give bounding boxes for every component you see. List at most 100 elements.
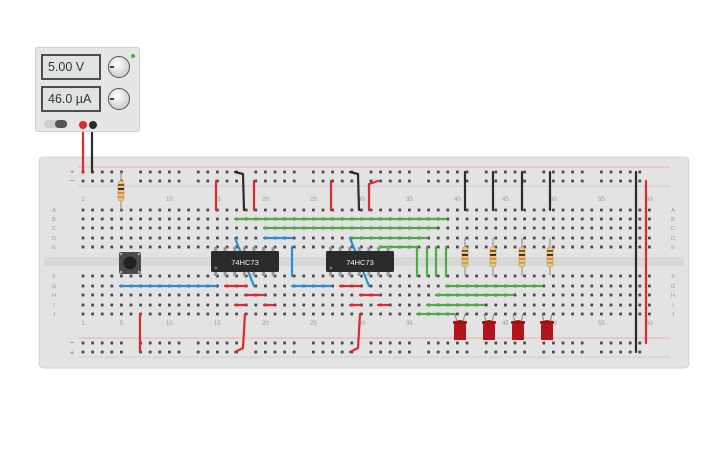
breadboard-hole[interactable] — [244, 274, 248, 278]
rail-hole[interactable] — [235, 179, 238, 183]
breadboard-hole[interactable] — [292, 293, 296, 297]
breadboard-hole[interactable] — [484, 226, 488, 230]
breadboard-hole[interactable] — [542, 293, 546, 297]
rail-hole[interactable] — [91, 179, 94, 183]
breadboard-hole[interactable] — [580, 284, 584, 288]
breadboard-hole[interactable] — [609, 274, 613, 278]
resistor[interactable] — [489, 238, 497, 276]
breadboard-hole[interactable] — [494, 236, 498, 240]
breadboard-hole[interactable] — [254, 208, 258, 212]
positive-terminal[interactable] — [79, 121, 87, 129]
breadboard-hole[interactable] — [81, 312, 85, 316]
breadboard-hole[interactable] — [484, 217, 488, 221]
breadboard-hole[interactable] — [168, 245, 171, 249]
breadboard-hole[interactable] — [398, 312, 402, 316]
breadboard-hole[interactable] — [148, 293, 152, 297]
rail-hole[interactable] — [312, 179, 315, 183]
rail-hole[interactable] — [100, 341, 104, 345]
breadboard-hole[interactable] — [225, 274, 229, 278]
breadboard-hole[interactable] — [350, 274, 354, 278]
breadboard-hole[interactable] — [216, 284, 219, 288]
breadboard-hole[interactable] — [81, 217, 85, 221]
breadboard-hole[interactable] — [91, 303, 94, 307]
breadboard-hole[interactable] — [168, 293, 171, 297]
breadboard-hole[interactable] — [110, 293, 114, 297]
breadboard-hole[interactable] — [523, 274, 526, 278]
breadboard-hole[interactable] — [187, 274, 190, 278]
breadboard-hole[interactable] — [244, 226, 248, 230]
resistor[interactable] — [117, 172, 125, 210]
breadboard-hole[interactable] — [91, 274, 94, 278]
breadboard-hole[interactable] — [206, 236, 210, 240]
breadboard-hole[interactable] — [168, 217, 171, 221]
breadboard-hole[interactable] — [312, 293, 315, 297]
breadboard-hole[interactable] — [590, 226, 594, 230]
breadboard-hole[interactable] — [206, 245, 210, 249]
breadboard-hole[interactable] — [456, 236, 459, 240]
breadboard-hole[interactable] — [110, 303, 114, 307]
rail-hole[interactable] — [638, 170, 642, 174]
breadboard-hole[interactable] — [350, 208, 354, 212]
rail-hole[interactable] — [100, 170, 104, 174]
breadboard-hole[interactable] — [417, 274, 421, 278]
breadboard-hole[interactable] — [580, 208, 584, 212]
rail-hole[interactable] — [628, 350, 632, 354]
breadboard-hole[interactable] — [331, 284, 334, 288]
breadboard-hole[interactable] — [580, 312, 584, 316]
rail-hole[interactable] — [225, 350, 229, 354]
rail-hole[interactable] — [254, 350, 258, 354]
rail-hole[interactable] — [283, 350, 286, 354]
rail-hole[interactable] — [504, 179, 507, 183]
breadboard-hole[interactable] — [216, 245, 219, 249]
breadboard-hole[interactable] — [350, 312, 354, 316]
breadboard-hole[interactable] — [552, 274, 555, 278]
breadboard-hole[interactable] — [110, 217, 114, 221]
breadboard-hole[interactable] — [648, 217, 651, 221]
breadboard-hole[interactable] — [638, 312, 642, 316]
led[interactable] — [511, 313, 525, 340]
breadboard-hole[interactable] — [264, 274, 267, 278]
breadboard-hole[interactable] — [158, 208, 162, 212]
breadboard-hole[interactable] — [532, 293, 536, 297]
rail-hole[interactable] — [91, 350, 94, 354]
power-supply[interactable]: 5.00 V 46.0 µA — [35, 47, 140, 132]
breadboard-hole[interactable] — [196, 245, 200, 249]
rail-hole[interactable] — [484, 350, 488, 354]
breadboard-hole[interactable] — [254, 312, 258, 316]
breadboard-hole[interactable] — [638, 236, 642, 240]
breadboard-hole[interactable] — [417, 208, 421, 212]
rail-hole[interactable] — [139, 179, 142, 183]
breadboard-hole[interactable] — [206, 293, 210, 297]
rail-hole[interactable] — [609, 350, 613, 354]
breadboard-hole[interactable] — [561, 312, 565, 316]
rail-hole[interactable] — [369, 350, 373, 354]
breadboard-hole[interactable] — [177, 274, 181, 278]
rail-hole[interactable] — [580, 179, 584, 183]
breadboard-hole[interactable] — [619, 236, 622, 240]
rail-hole[interactable] — [408, 170, 411, 174]
breadboard-hole[interactable] — [628, 293, 632, 297]
breadboard-hole[interactable] — [648, 303, 651, 307]
breadboard-hole[interactable] — [456, 217, 459, 221]
breadboard-hole[interactable] — [216, 303, 219, 307]
breadboard-hole[interactable] — [561, 208, 565, 212]
breadboard-hole[interactable] — [427, 236, 430, 240]
rail-hole[interactable] — [388, 170, 392, 174]
breadboard-hole[interactable] — [340, 303, 344, 307]
rail-hole[interactable] — [571, 179, 574, 183]
breadboard-hole[interactable] — [580, 245, 584, 249]
breadboard-hole[interactable] — [638, 303, 642, 307]
breadboard-hole[interactable] — [513, 303, 517, 307]
breadboard-hole[interactable] — [312, 312, 315, 316]
breadboard-hole[interactable] — [168, 303, 171, 307]
breadboard-hole[interactable] — [609, 293, 613, 297]
breadboard-hole[interactable] — [187, 312, 190, 316]
breadboard-hole[interactable] — [196, 312, 200, 316]
breadboard-hole[interactable] — [120, 293, 123, 297]
breadboard-hole[interactable] — [446, 217, 450, 221]
rail-hole[interactable] — [619, 170, 622, 174]
resistor[interactable] — [546, 238, 554, 276]
breadboard-hole[interactable] — [206, 208, 210, 212]
breadboard-hole[interactable] — [609, 208, 613, 212]
rail-hole[interactable] — [331, 179, 334, 183]
